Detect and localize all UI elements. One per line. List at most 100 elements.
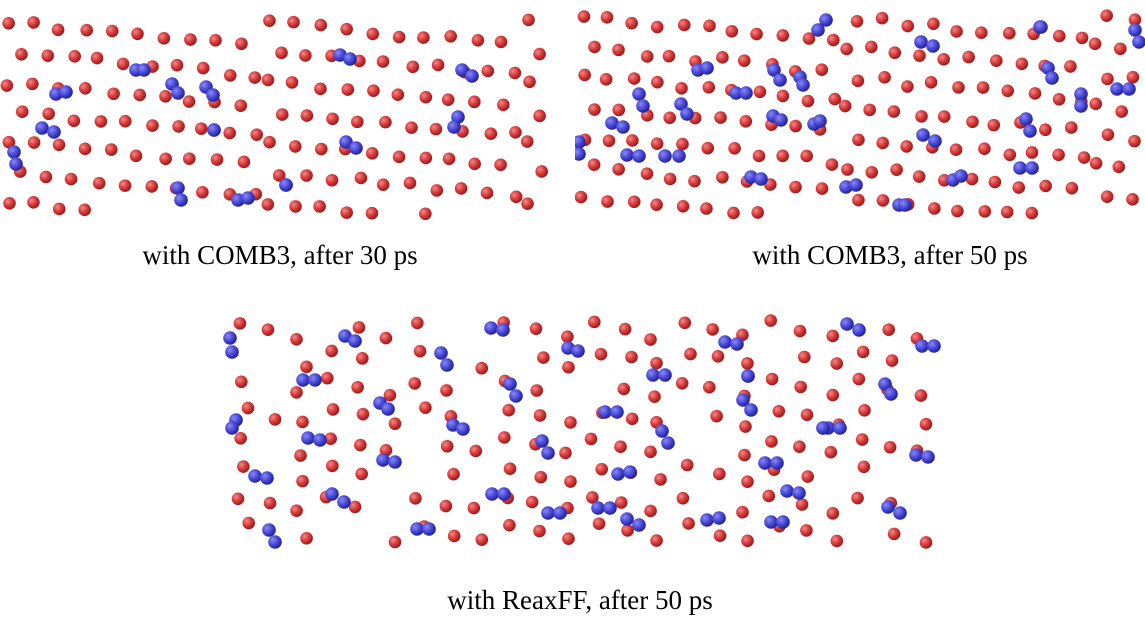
red-atom [468,95,481,109]
blue-atom [610,405,624,419]
red-atom [564,416,577,429]
red-atom [235,37,248,51]
red-atom [675,82,688,95]
red-atom [625,412,639,426]
red-atom [1088,37,1102,51]
blue-atom [744,403,758,417]
blue-atom [207,123,221,137]
red-atom [237,460,250,473]
blue-atom [884,387,898,401]
red-atom [701,141,715,155]
blue-atom [921,450,935,464]
red-atom [901,19,915,33]
red-atom [1015,57,1029,71]
blue-atom [343,52,357,66]
red-atom [131,27,144,41]
red-atom [376,55,390,68]
red-atom [825,158,839,171]
red-atom [612,162,625,176]
red-atom [1112,160,1126,174]
red-atom [484,127,498,141]
blue-atom [1128,23,1142,37]
red-atom [494,158,507,172]
red-atom [502,403,515,417]
red-atom [288,140,302,153]
red-atom [587,158,601,171]
blue-atom [553,506,567,520]
red-atom [617,382,631,396]
blue-atom [741,369,755,383]
red-atom [919,417,933,431]
red-atom [789,119,802,133]
red-atom [1028,87,1042,100]
red-atom [1065,181,1079,195]
red-atom [170,58,184,72]
red-atom [209,34,222,47]
red-atom [39,170,53,184]
red-atom [1052,148,1065,162]
blue-atom [388,455,402,469]
red-atom [776,89,790,103]
red-atom [529,322,543,335]
red-atom [408,377,422,390]
red-atom [67,114,81,128]
red-atom [703,19,716,33]
blue-atom [260,471,274,485]
red-atom [300,360,313,374]
red-atom [793,324,807,338]
red-atom [702,81,716,94]
red-atom [1113,42,1127,56]
red-atom [296,474,309,488]
red-atom [356,407,370,421]
blue-atom [915,339,929,353]
blue-atom [927,339,941,353]
red-atom [261,73,275,87]
blue-atom [313,433,327,447]
red-atom [914,389,928,402]
red-atom [644,333,657,346]
red-atom [741,357,754,370]
blue-atom [658,149,672,163]
blue-atom [840,317,854,331]
red-atom [1003,148,1017,162]
blue-atom [767,63,781,77]
red-atom [688,174,701,188]
red-atom [559,446,572,460]
red-atom [678,316,692,330]
red-atom [937,52,950,66]
blue-atom [611,467,625,481]
blue-atom [7,145,21,159]
red-atom [1126,193,1139,206]
red-atom [738,448,751,462]
red-atom [951,204,964,218]
red-atom [272,169,286,182]
red-atom [440,384,453,397]
red-atom [795,498,809,511]
blue-atom [509,389,523,403]
blue-atom [376,453,390,467]
red-atom [676,491,690,505]
red-atom [663,172,677,186]
blue-atom [632,149,646,163]
red-atom [324,432,337,445]
red-atom [1064,60,1077,73]
red-atom [739,420,752,433]
red-atom [950,25,963,38]
red-atom [826,507,840,520]
red-atom [326,403,340,416]
blue-atom [764,515,778,529]
blue-atom [1019,112,1033,126]
red-atom [314,82,327,96]
red-atom [798,350,811,364]
red-atom [314,18,328,32]
red-atom [1052,92,1066,106]
red-atom [751,206,765,219]
red-atom [1100,190,1114,204]
red-atom [680,458,694,472]
red-atom [299,49,312,62]
red-atom [525,495,539,509]
red-atom [826,388,840,402]
red-atom [355,352,369,365]
red-atom [602,134,616,148]
red-atom [537,351,550,364]
